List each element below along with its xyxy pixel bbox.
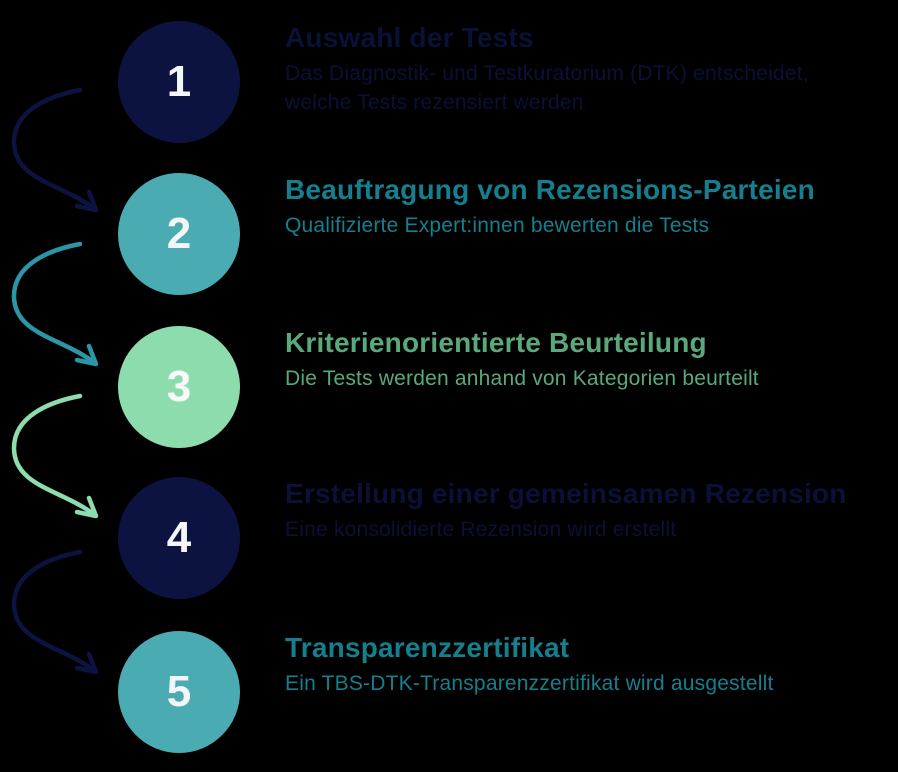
step-1-circle: 1 xyxy=(118,21,240,143)
step-1-text: Auswahl der Tests Das Diagnostik- und Te… xyxy=(285,21,890,117)
flow-arrow-2-3 xyxy=(11,241,99,367)
step-5-title: Transparenzzertifikat xyxy=(285,632,570,663)
step-2-text: Beauftragung von Rezensions-Parteien Qua… xyxy=(285,173,890,240)
step-2-description: Qualifizierte Expert:innen bewerten die … xyxy=(285,214,710,237)
step-1-description: Das Diagnostik- und Testkuratorium (DTK)… xyxy=(285,62,809,114)
flow-arrow-1-2 xyxy=(11,87,99,213)
step-4-circle: 4 xyxy=(118,477,240,599)
step-1-title: Auswahl der Tests xyxy=(285,22,534,53)
step-3-circle: 3 xyxy=(118,326,240,448)
step-5-description: Ein TBS-DTK-Transparenzzertifikat wird a… xyxy=(285,672,774,695)
step-4-description: Eine konsolidierte Rezension wird erstel… xyxy=(285,518,677,541)
flow-arrow-4-5 xyxy=(11,549,99,675)
step-5-number: 5 xyxy=(166,667,192,716)
step-2-number: 2 xyxy=(166,209,192,258)
step-4-number: 4 xyxy=(166,513,192,562)
step-2-circle: 2 xyxy=(118,173,240,295)
step-3-number: 3 xyxy=(166,362,192,411)
step-3-title: Kriterienorientierte Beurteilung xyxy=(285,327,707,358)
step-4-title: Erstellung einer gemeinsamen Rezension xyxy=(285,478,847,509)
step-5-text: Transparenzzertifikat Ein TBS-DTK-Transp… xyxy=(285,631,890,698)
step-3-description: Die Tests werden anhand von Kategorien b… xyxy=(285,367,759,390)
step-4-text: Erstellung einer gemeinsamen Rezension E… xyxy=(285,477,890,544)
step-5-circle: 5 xyxy=(118,631,240,753)
step-3-text: Kriterienorientierte Beurteilung Die Tes… xyxy=(285,326,890,393)
flow-arrow-3-4 xyxy=(11,393,99,519)
step-2-title: Beauftragung von Rezensions-Parteien xyxy=(285,174,815,205)
step-1-number: 1 xyxy=(166,57,192,106)
